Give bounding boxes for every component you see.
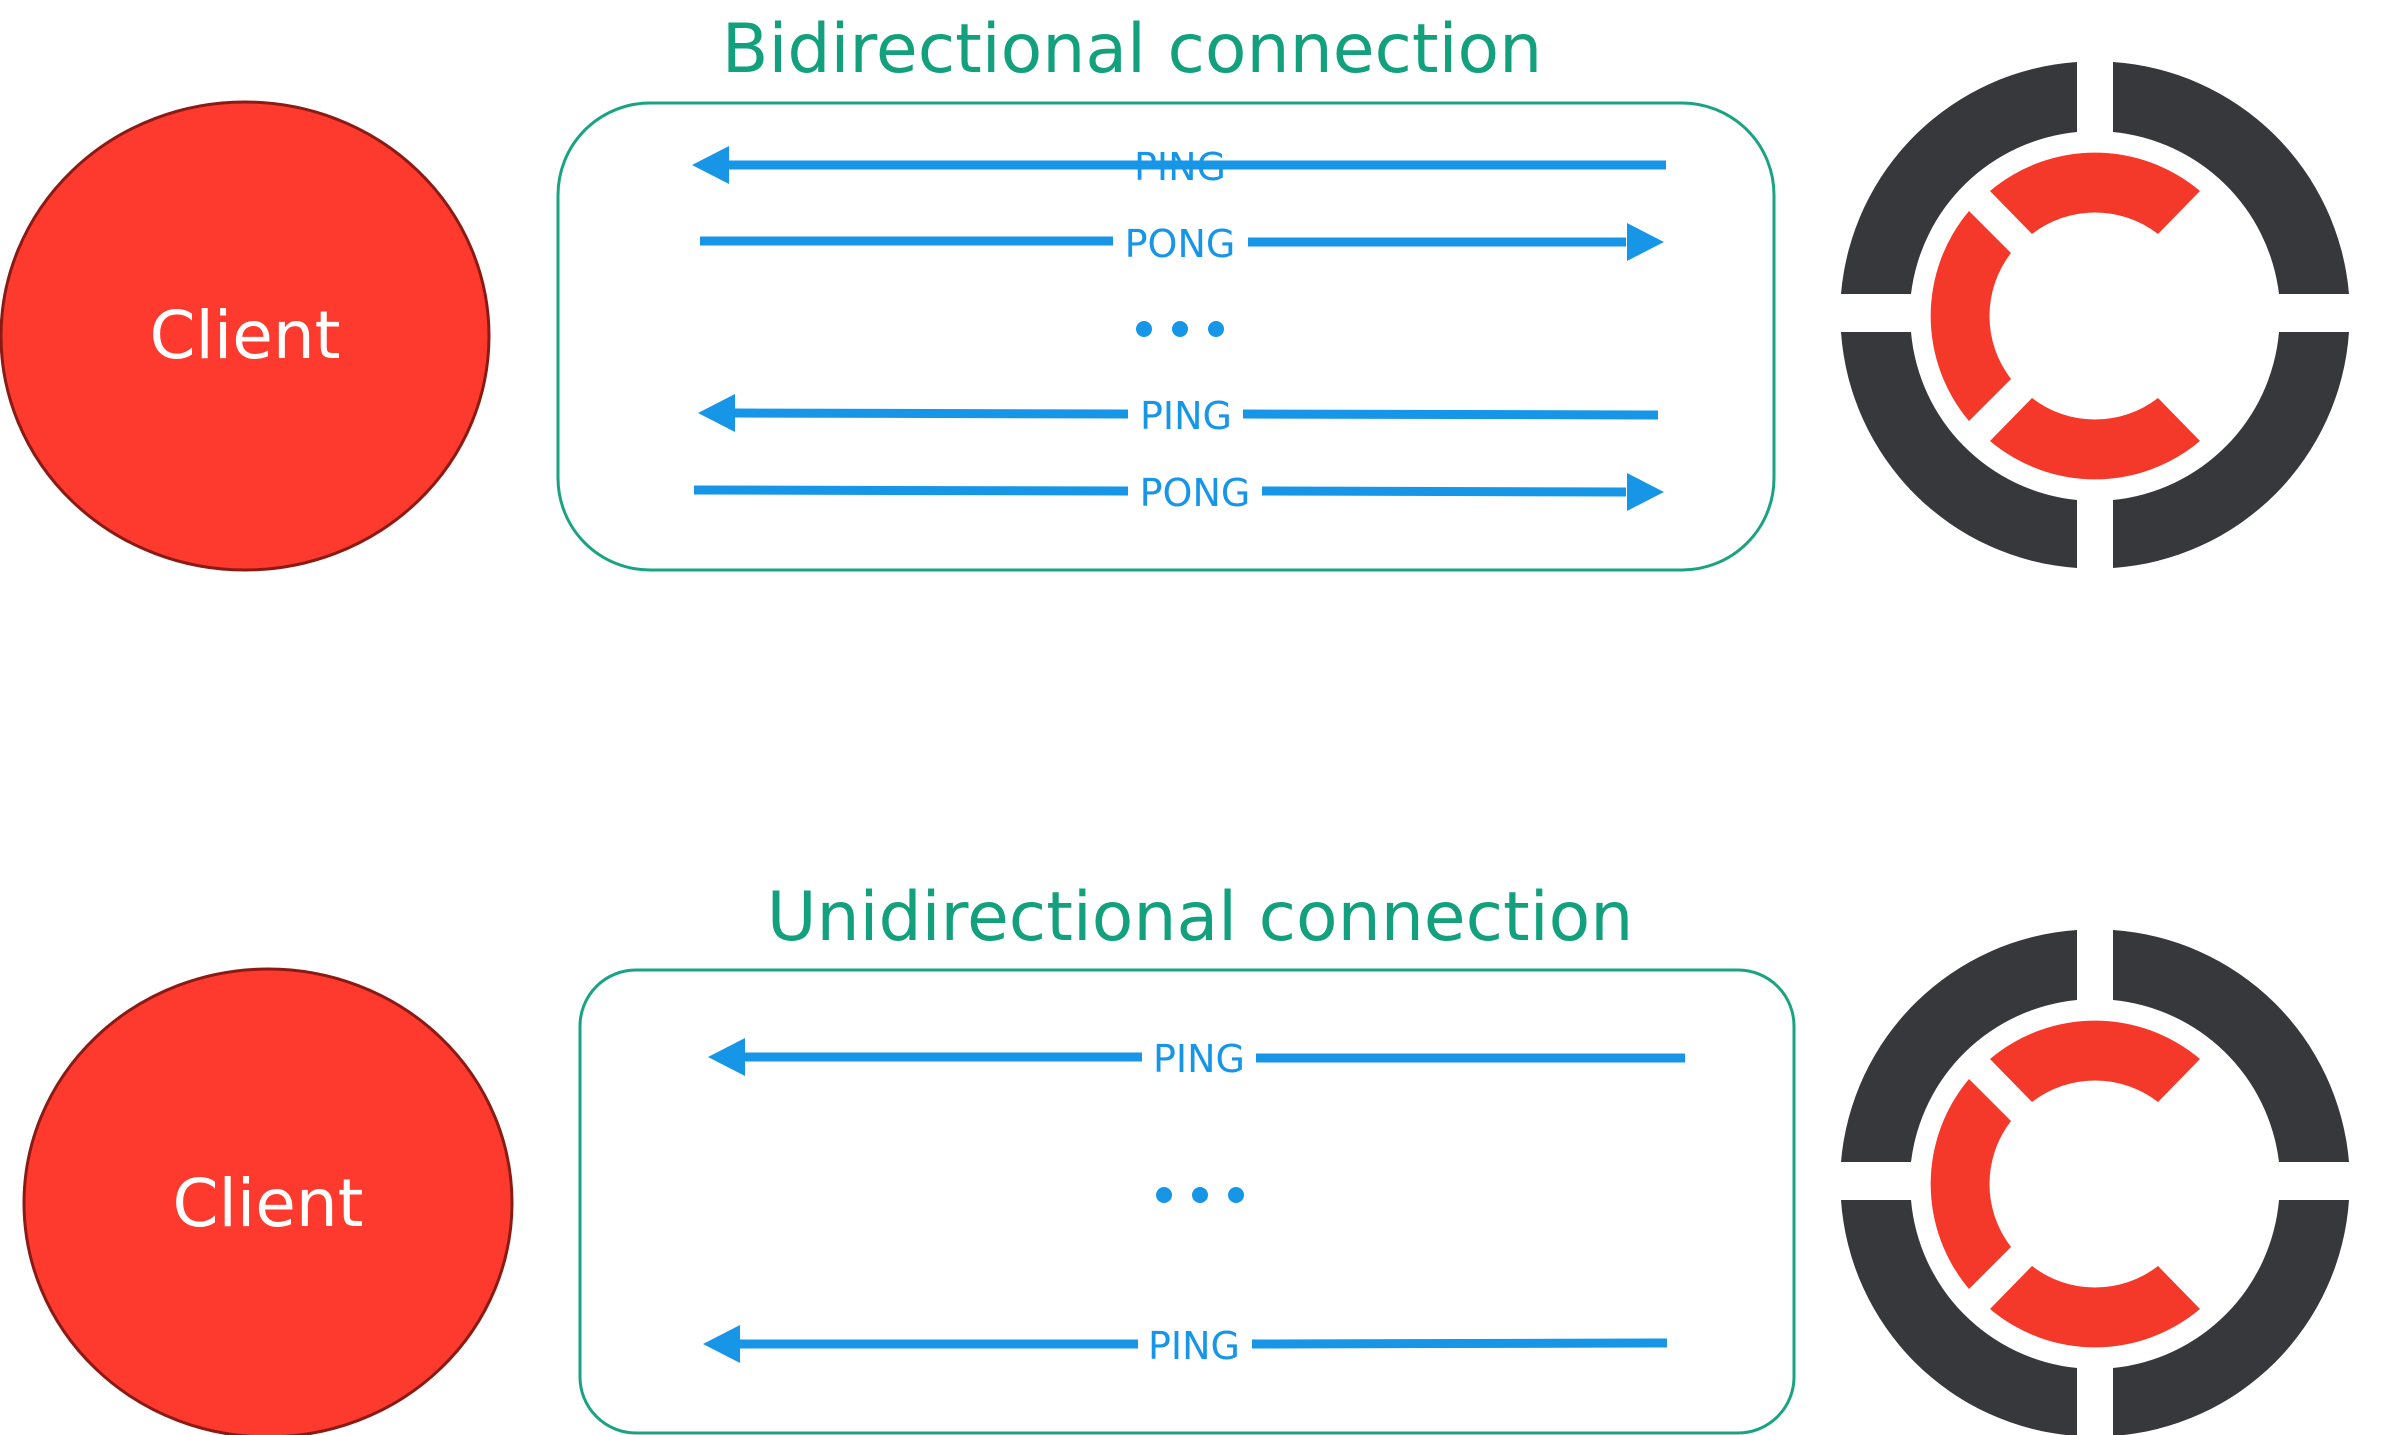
unidirectional-panel: Unidirectional connection Client PING PI… <box>22 878 2349 1435</box>
message-arrow: PONG <box>700 222 1664 266</box>
arrow-head-left-icon <box>692 146 729 184</box>
arrow-head-right-icon <box>1627 473 1664 511</box>
message-label: PONG <box>1140 471 1251 515</box>
server-logo-icon <box>1841 62 2349 568</box>
message-arrow: PING <box>708 1037 1685 1081</box>
message-arrow: PING <box>703 1324 1668 1368</box>
bidirectional-panel: Bidirectional connection Client PING PON… <box>0 10 2349 572</box>
client-node <box>0 100 491 572</box>
message-label: PING <box>1134 145 1226 189</box>
arrow-head-left-icon <box>703 1325 740 1363</box>
client-label: Client <box>172 1165 363 1242</box>
bidirectional-title: Bidirectional connection <box>722 10 1542 89</box>
arrow-head-left-icon <box>698 394 735 432</box>
ellipsis <box>1136 321 1224 337</box>
arrow-head-right-icon <box>1627 223 1664 261</box>
unidirectional-title: Unidirectional connection <box>767 878 1634 957</box>
message-arrow: PING <box>698 394 1659 438</box>
ellipsis <box>1156 1187 1244 1203</box>
connection-frame <box>578 968 1796 1435</box>
connection-frame <box>556 101 1776 572</box>
server-logo-icon <box>1841 930 2349 1435</box>
message-label: PING <box>1140 394 1232 438</box>
message-arrow: PING <box>692 145 1666 189</box>
message-label: PING <box>1153 1037 1245 1081</box>
message-arrow: PONG <box>693 471 1664 515</box>
client-label: Client <box>149 297 340 374</box>
message-label: PING <box>1148 1324 1240 1368</box>
message-label: PONG <box>1125 222 1236 266</box>
client-node <box>22 967 514 1435</box>
arrow-head-left-icon <box>708 1038 745 1076</box>
